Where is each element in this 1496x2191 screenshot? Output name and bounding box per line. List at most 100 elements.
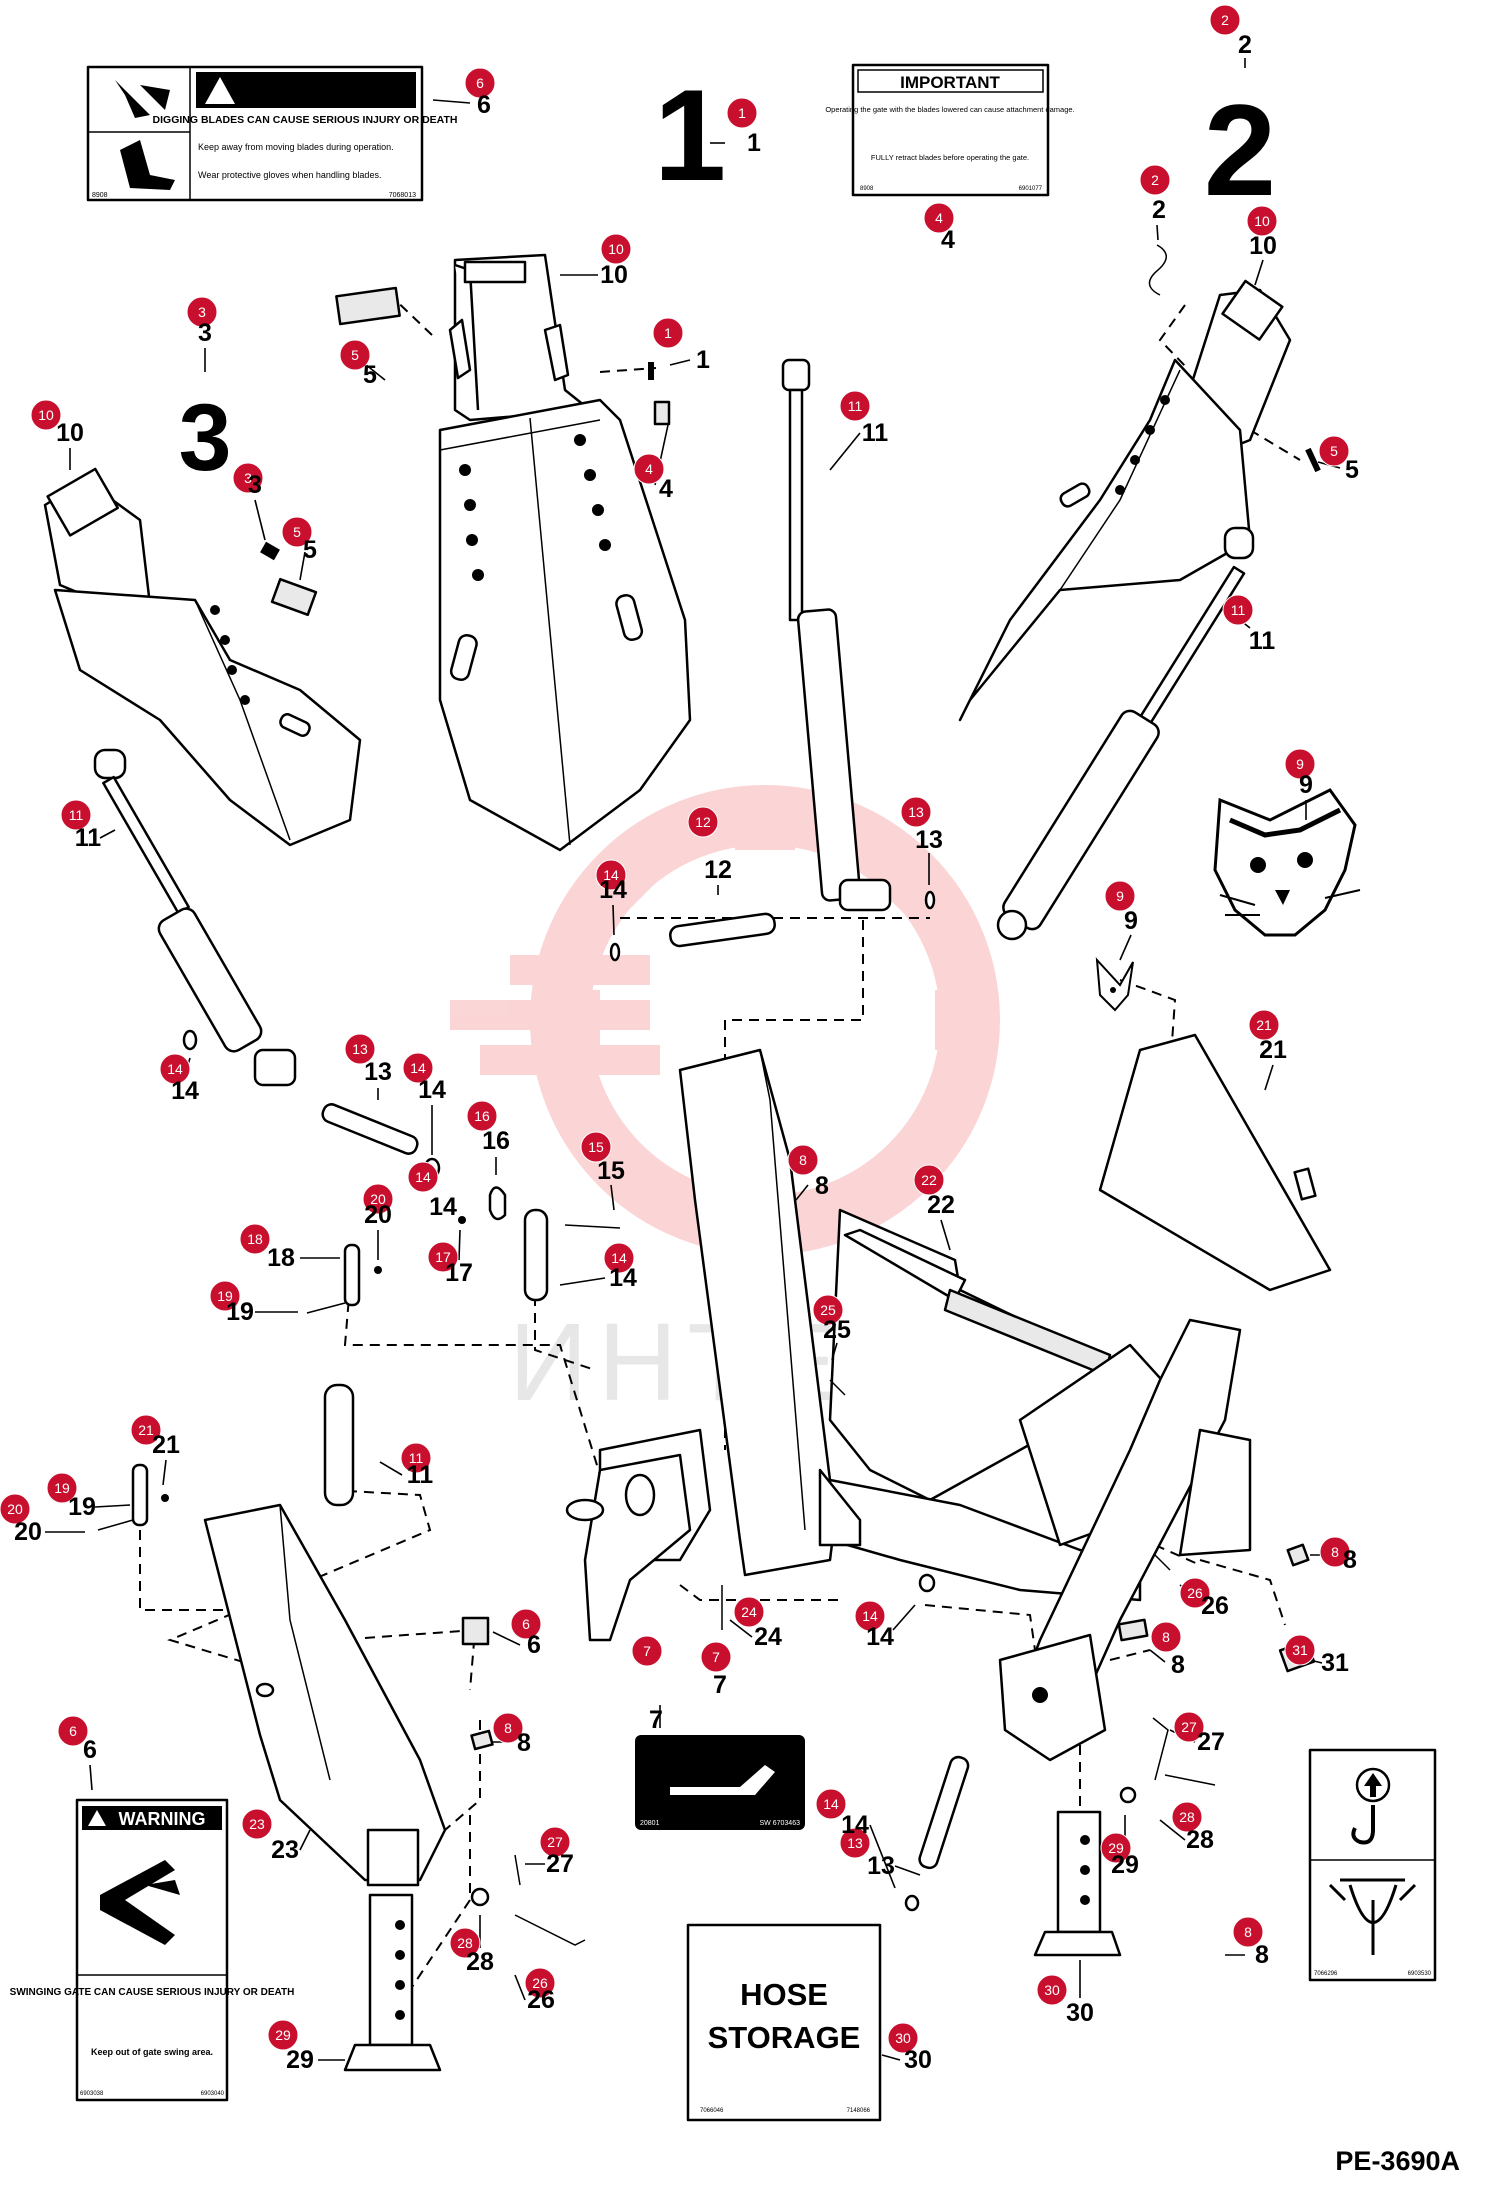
pin-27-left [514, 1914, 586, 1946]
callout-circle-number: 13 [908, 804, 924, 820]
callout-circle-number: 27 [1181, 1719, 1197, 1735]
callout-1: 11 [710, 97, 761, 157]
part-number-label: 8 [1255, 1941, 1269, 1969]
warning-header: WARNING [260, 75, 391, 105]
callout-circle-number: 15 [588, 1139, 604, 1155]
blade-assembly-view-3 [43, 467, 362, 847]
gate-warning-header: WARNING [119, 1809, 206, 1829]
important-body: Operating the gate with the blades lower… [825, 105, 1074, 114]
part-number-label: 22 [927, 1191, 955, 1219]
ring-14-lower [904, 1894, 920, 1912]
part-number-label: 31 [1321, 1649, 1349, 1677]
part-number-label: 8 [815, 1172, 829, 1200]
callout-circle-number: 24 [741, 1604, 757, 1620]
hydraulic-cylinder-top-center [781, 358, 892, 912]
part-number-label: 14 [171, 1077, 199, 1105]
red-circle-callout-icon [923, 202, 955, 234]
blade-assembly-view-2 [958, 279, 1292, 722]
warning-bullet-2: Wear protective gloves when handling bla… [198, 170, 381, 180]
callout-leader-line [829, 432, 861, 471]
callout-7: 77 [700, 1641, 732, 1699]
left-pivot-block [565, 1453, 692, 1642]
red-circle-callout-icon [812, 1294, 844, 1326]
red-circle-callout-icon [700, 1641, 732, 1673]
callout-circle-number: 14 [611, 1250, 627, 1266]
part-number-label: 26 [1201, 1592, 1229, 1620]
part-number-label: 11 [407, 1461, 434, 1489]
part-number-label: 14 [866, 1623, 894, 1651]
part-number-label: 12 [704, 856, 732, 884]
red-circle-callout-icon [130, 1414, 162, 1446]
callout-2: 22 [1209, 4, 1252, 68]
red-circle-callout-icon [1100, 1832, 1132, 1864]
lift-decal-code-left: 7066296 [1314, 1971, 1338, 1977]
callout-circle-number: 8 [1162, 1629, 1170, 1645]
part-number-label: 21 [152, 1431, 180, 1459]
callout-leader-line [1156, 224, 1159, 241]
red-circle-callout-icon [492, 1712, 524, 1744]
callout-circle-number: 17 [435, 1249, 451, 1265]
ring-14-mid [918, 1573, 936, 1593]
decal-6-small [461, 1616, 490, 1646]
part-number-label: 20 [14, 1518, 42, 1546]
callout-9: 99 [1284, 748, 1316, 820]
callout-3: 33 [232, 462, 266, 541]
view-label-3: 3 [179, 385, 232, 491]
part-number-label: 30 [904, 2046, 932, 2074]
part-number-label: 10 [600, 261, 628, 289]
callout-leader-line [894, 1865, 921, 1876]
red-circle-callout-icon [0, 1493, 31, 1525]
callout-circle-number: 29 [1108, 1840, 1124, 1856]
part-number-label: 3 [248, 471, 262, 499]
cylinder-decal-icon [670, 1765, 775, 1795]
red-circle-callout-icon [57, 1715, 89, 1747]
red-circle-callout-icon [600, 233, 632, 265]
decal-8-small-b [1286, 1543, 1310, 1567]
callout-leader-line [1159, 1819, 1186, 1841]
part-number-label: 27 [1197, 1728, 1225, 1756]
warning-triangle-icon [205, 77, 235, 104]
red-circle-callout-icon [339, 339, 371, 371]
callout-4: 44 [633, 424, 673, 503]
hose-storage-decal: HOSE STORAGE 7066046 7148066 [686, 1923, 882, 2122]
callout-circle-number: 9 [1116, 888, 1124, 904]
clip-28-left [514, 1854, 521, 1886]
part-number-label: 5 [363, 361, 377, 389]
part-number-label: 9 [1299, 771, 1313, 799]
part-number-label: 20 [364, 1201, 392, 1229]
callout-circle-number: 14 [823, 1796, 839, 1812]
red-circle-callout-icon [344, 1033, 376, 1065]
callout-circle-number: 14 [410, 1060, 426, 1076]
callout-8: 88 [787, 1144, 829, 1201]
bolt-20-lower [97, 1519, 134, 1531]
part-number-label: 2 [1238, 31, 1252, 59]
nut-21-upper [374, 1266, 382, 1274]
pin-13-lower [918, 1755, 970, 1870]
callout-8: 88 [1149, 1621, 1185, 1679]
red-circle-callout-icon [281, 516, 313, 548]
red-circle-callout-icon [186, 296, 218, 328]
part-number-label: 11 [862, 419, 889, 447]
part-number-label: 28 [1186, 1826, 1214, 1854]
washer-29-left [470, 1887, 490, 1907]
hose-storage-line1: HOSE [740, 1977, 828, 2012]
callout-circle-number: 11 [1231, 602, 1246, 618]
red-circle-callout-icon [1222, 594, 1254, 626]
hose-storage-code-left: 7066046 [700, 2108, 724, 2114]
part-number-label: 29 [1111, 1851, 1139, 1879]
callout-2: 22 [1139, 164, 1171, 241]
